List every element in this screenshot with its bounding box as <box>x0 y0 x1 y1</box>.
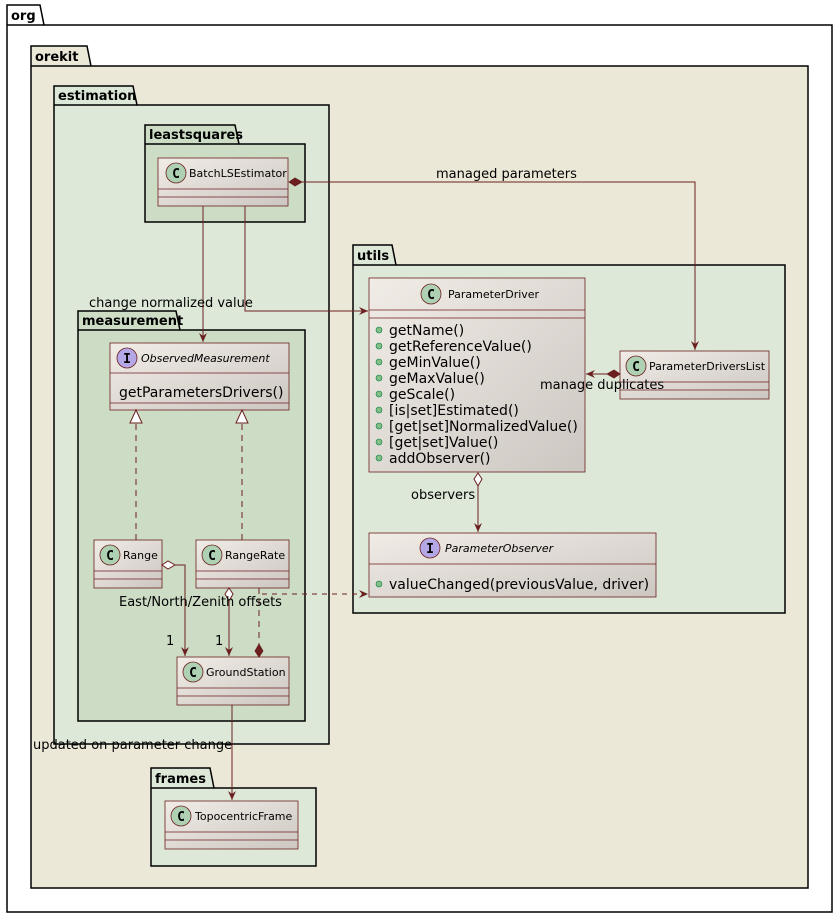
public-method-icon <box>375 358 383 366</box>
class-icon <box>99 544 121 566</box>
edge-ground-station-to-topocentric-frame: updated on parameter change <box>33 705 236 800</box>
member: geMaxValue() <box>389 371 485 387</box>
aggregation-diamond-icon <box>224 587 234 603</box>
class-name: TopocentricFrame <box>194 810 293 823</box>
class-icon <box>165 162 187 184</box>
package-frames-title: frames <box>155 772 206 787</box>
class-range: C Range <box>93 539 163 589</box>
interface-glyph: I <box>426 542 434 557</box>
edge-manage-duplicates: manage duplicates <box>540 369 664 393</box>
multiplicity-range-rate: 1 <box>215 634 223 649</box>
class-name: ParameterDriver <box>448 288 540 301</box>
member: [get|set]Value() <box>389 435 498 451</box>
member: [get|set]NormalizedValue() <box>389 419 578 435</box>
package-estimation-title: estimation <box>58 89 136 104</box>
realization-triangle-icon <box>235 408 249 424</box>
edge-label-manage-duplicates: manage duplicates <box>540 378 664 393</box>
aggregation-diamond-icon <box>473 472 483 488</box>
member-value-changed: valueChanged(previousValue, driver) <box>389 577 649 593</box>
member: geScale() <box>389 387 455 403</box>
class-icon <box>420 283 442 305</box>
class-parameter-driver: C ParameterDriver getName() getReference… <box>368 277 586 473</box>
class-name: ParameterDriversList <box>649 360 766 373</box>
class-name: GroundStation <box>206 666 286 679</box>
interface-icon <box>116 347 138 369</box>
package-org-title: org <box>11 9 36 24</box>
interface-glyph: I <box>123 352 131 367</box>
interface-name: ObservedMeasurement <box>141 352 270 365</box>
edge-batch-managed-parameters: managed parameters <box>288 167 699 350</box>
class-icon <box>170 805 192 827</box>
edge-label-updated-on-parameter-change: updated on parameter change <box>33 738 232 753</box>
class-icon <box>182 661 204 683</box>
interface-name: ParameterObserver <box>445 542 555 555</box>
public-method-icon <box>375 406 383 414</box>
member: geMinValue() <box>389 355 481 371</box>
member: addObserver() <box>389 451 491 467</box>
edge-label-change-normalized-value: change normalized value <box>89 296 253 311</box>
class-glyph: C <box>106 549 114 564</box>
public-method-icon <box>375 374 383 382</box>
edge-range-to-ground-station: 1 <box>161 560 189 656</box>
class-glyph: C <box>189 666 197 681</box>
member: getReferenceValue() <box>389 339 532 355</box>
composition-diamond-icon <box>606 369 621 379</box>
public-method-icon <box>375 342 383 350</box>
public-method-icon <box>375 390 383 398</box>
edge-range-rate-realizes-observed-measurement <box>235 408 249 540</box>
edge-range-rate-dashed-composition <box>254 588 264 658</box>
class-topocentric-frame: C TopocentricFrame <box>164 800 299 850</box>
public-method-icon <box>375 326 383 334</box>
member: getName() <box>389 323 464 339</box>
composition-diamond-icon <box>254 643 264 658</box>
public-method-icon <box>375 422 383 430</box>
class-icon <box>625 355 647 377</box>
class-name: BatchLSEstimator <box>189 167 287 180</box>
class-icon <box>201 544 223 566</box>
class-range-rate: C RangeRate <box>195 539 290 589</box>
member-get-parameters-drivers: getParametersDrivers() <box>119 385 283 401</box>
class-name: Range <box>123 549 158 562</box>
package-leastsquares-title: leastsquares <box>149 128 243 143</box>
class-ground-station: C GroundStation <box>176 656 290 706</box>
edge-label-east-north-zenith-offsets: East/North/Zenith offsets <box>119 595 282 610</box>
edge-label-observers: observers <box>411 488 475 503</box>
public-method-icon <box>375 454 383 462</box>
class-glyph: C <box>172 167 180 182</box>
package-orekit-title: orekit <box>35 50 78 65</box>
member-list: getName() getReferenceValue() geMinValue… <box>375 323 578 467</box>
composition-diamond-icon <box>288 177 303 187</box>
public-method-icon <box>375 580 383 588</box>
aggregation-diamond-icon <box>161 560 177 570</box>
member: [is|set]Estimated() <box>389 403 519 419</box>
edge-batch-to-parameter-driver: change normalized value <box>89 206 368 315</box>
class-batch-ls-estimator: C BatchLSEstimator <box>157 157 289 207</box>
edge-range-rate-to-ground-station: 1 <box>215 587 234 656</box>
edge-range-realizes-observed-measurement <box>129 408 143 540</box>
multiplicity-range: 1 <box>166 634 174 649</box>
edge-label-managed-parameters: managed parameters <box>436 167 577 182</box>
package-measurement-title: measurement <box>82 314 183 329</box>
interface-observed-measurement: I ObservedMeasurement getParametersDrive… <box>109 342 290 411</box>
class-name: RangeRate <box>225 549 285 562</box>
class-glyph: C <box>427 288 435 303</box>
edge-observers: observers <box>411 472 483 532</box>
class-parameter-drivers-list: C ParameterDriversList <box>619 350 770 400</box>
class-glyph: C <box>632 360 640 375</box>
realization-triangle-icon <box>129 408 143 424</box>
interface-icon <box>419 537 441 559</box>
package-utils-title: utils <box>357 249 389 264</box>
class-glyph: C <box>177 810 185 825</box>
interface-parameter-observer: I ParameterObserver valueChanged(previou… <box>368 532 657 598</box>
class-glyph: C <box>208 549 216 564</box>
public-method-icon <box>375 438 383 446</box>
edge-ground-station-to-parameter-observer: East/North/Zenith offsets <box>119 590 368 610</box>
